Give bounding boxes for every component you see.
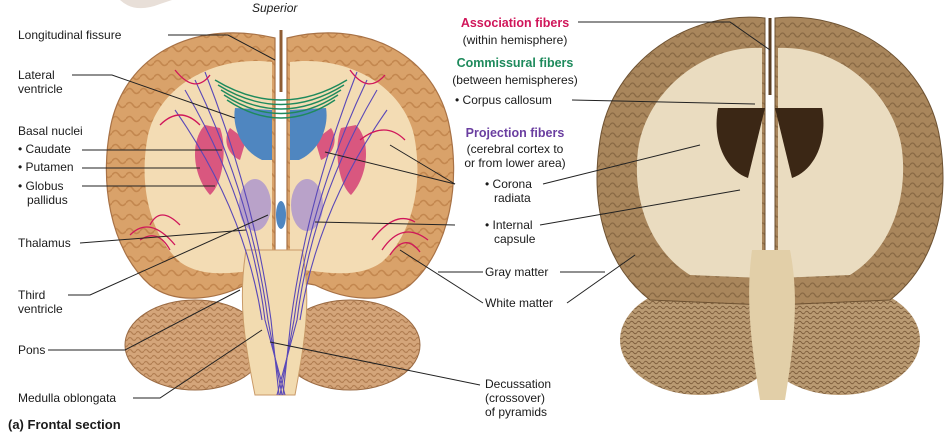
- label-third-ventricle-2: ventricle: [18, 302, 63, 316]
- label-decussation-3: of pyramids: [485, 405, 548, 419]
- label-corpus-callosum: • Corpus callosum: [455, 93, 552, 107]
- orientation-fragment: [120, 0, 172, 9]
- label-white-matter: White matter: [485, 296, 554, 310]
- label-globus-pallidus: • Globus: [18, 179, 64, 193]
- label-lateral-ventricle: Lateral: [18, 68, 55, 82]
- figure-caption: (a) Frontal section: [8, 417, 121, 432]
- commissural-fibers: [214, 79, 348, 119]
- label-medulla: Medulla oblongata: [18, 391, 117, 405]
- caudate-right: [315, 128, 335, 160]
- label-third-ventricle: Third: [18, 288, 46, 302]
- label-internal-capsule: • Internal: [485, 218, 533, 232]
- label-corona-radiata: • Corona: [485, 177, 532, 191]
- putamen-left: [194, 125, 224, 195]
- photo-right-white: [778, 47, 904, 278]
- label-association-sub: (within hemisphere): [462, 33, 568, 47]
- label-association-fibers: Association fibers: [460, 16, 570, 30]
- lateral-ventricle-right: [290, 108, 327, 160]
- caudate-left: [226, 128, 246, 160]
- label-longitudinal-fissure: Longitudinal fissure: [18, 28, 122, 42]
- label-projection-fibers: Projection fibers: [465, 126, 565, 140]
- lateral-ventricle-left: [234, 108, 272, 160]
- label-corona-radiata-2: radiata: [494, 191, 531, 205]
- label-thalamus: Thalamus: [18, 236, 71, 250]
- leader-lines: [48, 21, 771, 399]
- label-projection-sub-2: or from lower area): [464, 156, 566, 170]
- label-basal-nuclei: Basal nuclei: [18, 124, 83, 138]
- putamen-right: [337, 125, 367, 195]
- label-commissural-sub: (between hemispheres): [452, 73, 578, 87]
- illustrated-brain: [105, 30, 455, 396]
- third-ventricle: [276, 201, 286, 229]
- photo-ventricle-left: [716, 108, 765, 178]
- label-globus-pallidus-2: pallidus: [27, 193, 68, 207]
- photographic-brain: [596, 16, 944, 400]
- label-pons: Pons: [18, 343, 46, 357]
- photo-cerebellum-right: [760, 285, 920, 395]
- label-lateral-ventricle-2: ventricle: [18, 82, 63, 96]
- photo-brainstem: [749, 250, 795, 400]
- label-putamen: • Putamen: [18, 160, 74, 174]
- orientation-label: Superior: [252, 1, 298, 15]
- label-internal-capsule-2: capsule: [494, 232, 536, 246]
- label-decussation: Decussation: [485, 377, 552, 391]
- photo-ventricle-right: [775, 108, 824, 178]
- photo-cerebellum-left: [620, 285, 780, 395]
- label-caudate: • Caudate: [18, 142, 71, 156]
- label-commissural-fibers: Commissural fibers: [456, 56, 574, 70]
- label-projection-sub-1: (cerebral cortex to: [466, 142, 564, 156]
- label-gray-matter: Gray matter: [485, 265, 549, 279]
- projection-fibers: [174, 71, 388, 396]
- photo-left-white: [636, 47, 762, 278]
- label-decussation-2: (crossover): [485, 391, 546, 405]
